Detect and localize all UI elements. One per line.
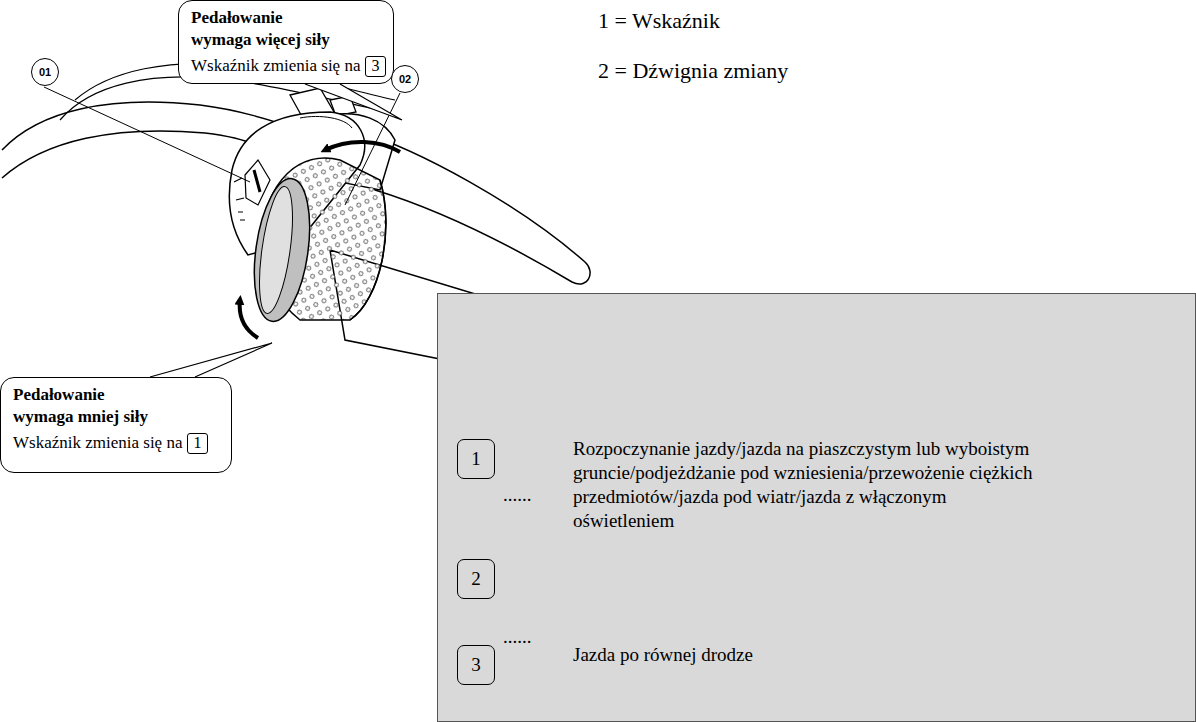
legend-key-text: 1 = Wskaźnik — [598, 8, 1196, 34]
number-text: 01 — [39, 66, 51, 78]
number-text: 1 — [194, 433, 202, 454]
usage-table: Rozpoczynanie jazdy/jazda na piaszczysty… — [437, 293, 1196, 722]
legend-key-text: 2 = Dźwignia zmiany — [598, 58, 1196, 84]
riding-condition: Rozpoczynanie jazdy/jazda na piaszczysty… — [573, 437, 1043, 533]
gear-number-box: 1 — [187, 433, 208, 454]
leader-dots: ...... — [503, 484, 1196, 506]
speech-bubble: Pedałowanie wymaga mniej siłyWskaźnik zm… — [0, 377, 232, 473]
gear-number-box: 2 — [457, 559, 495, 599]
bubble-heading: Pedałowanie wymaga więcej siły — [191, 7, 341, 51]
bubble-body: Wskaźnik zmienia się na — [191, 55, 371, 77]
callout-number: 02 — [391, 65, 419, 93]
gear-number-box: 3 — [457, 645, 495, 685]
number-text: 3 — [471, 653, 481, 677]
speech-bubble: Pedałowanie wymaga więcej siłyWskaźnik z… — [178, 0, 394, 84]
bubble-body: Wskaźnik zmienia się na — [13, 432, 193, 454]
gear-number-box: 3 — [365, 56, 386, 77]
bubble-heading: Pedałowanie wymaga mniej siły — [13, 384, 163, 428]
number-text: 2 — [471, 567, 481, 591]
number-text: 3 — [372, 56, 380, 77]
gear-number-box: 1 — [457, 439, 495, 479]
number-text: 02 — [399, 73, 411, 85]
callout-number: 01 — [31, 58, 59, 86]
leader-dots: ...... — [503, 626, 1196, 648]
riding-condition: Jazda po równej drodze — [573, 643, 1043, 667]
number-text: 1 — [471, 447, 481, 471]
